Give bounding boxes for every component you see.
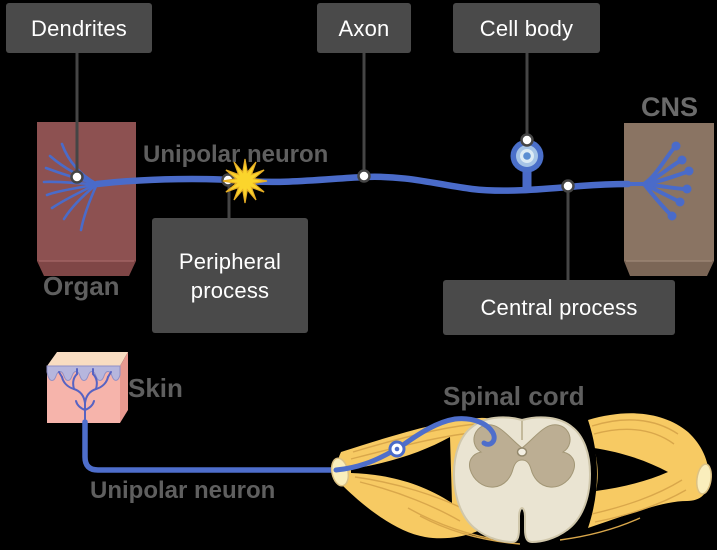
ganglion-soma <box>388 440 406 458</box>
peripheral-fiber <box>82 419 341 473</box>
cell-body <box>510 139 544 190</box>
starburst-icon <box>222 158 268 204</box>
dendrites-callout: Dendrites <box>6 3 152 53</box>
nerve-cut-face-right <box>696 463 712 495</box>
cns-block <box>624 123 714 276</box>
peripheral-process-callout: Peripheral process <box>152 218 308 333</box>
skin-block <box>46 352 128 423</box>
axon-terminals <box>626 141 694 221</box>
spinal-cord-section <box>330 413 712 545</box>
organ-block <box>37 122 136 276</box>
callout-lines <box>75 53 570 281</box>
skin-nerve-endings <box>58 368 112 423</box>
axon-callout: Axon <box>317 3 411 53</box>
central-fiber <box>333 416 497 473</box>
cns-label: CNS <box>641 92 699 122</box>
skin-label: Skin <box>128 373 183 403</box>
central-process-callout: Central process <box>443 280 675 335</box>
cell-body-callout: Cell body <box>453 3 600 53</box>
central-canal <box>516 447 528 457</box>
unipolar-neuron-label-bottom: Unipolar neuron <box>90 477 276 504</box>
spinal-cord-label: Spinal cord <box>443 381 585 411</box>
axon-fiber <box>93 173 632 194</box>
